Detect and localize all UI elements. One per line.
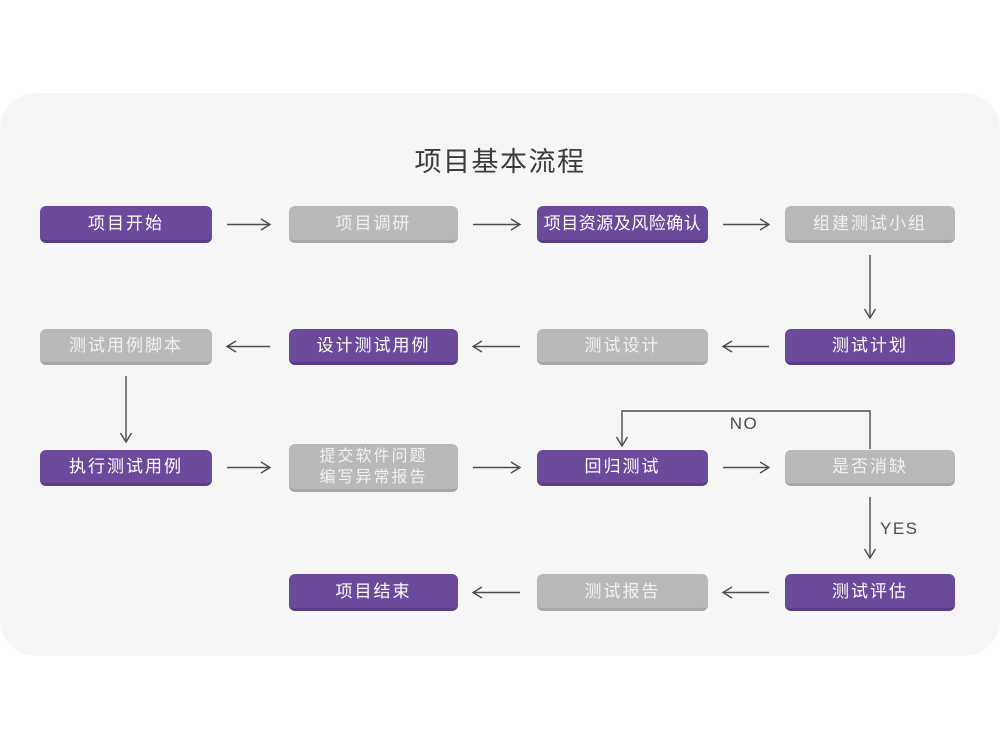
node-build-test-team: 组建测试小组: [785, 206, 955, 243]
node-project-research: 项目调研: [289, 206, 458, 243]
node-test-design: 测试设计: [537, 329, 708, 365]
page-title: 项目基本流程: [414, 147, 586, 177]
node-design-test-case: 设计测试用例: [289, 329, 458, 365]
node-project-start: 项目开始: [40, 206, 212, 243]
node-test-plan: 测试计划: [785, 329, 955, 365]
node-test-evaluation: 测试评估: [785, 574, 955, 611]
flowchart-card: [0, 93, 1000, 656]
decision-label-yes: YES: [880, 519, 919, 538]
node-project-end: 项目结束: [289, 574, 458, 611]
node-regression-test: 回归测试: [537, 450, 708, 486]
node-resource-risk-confirm: 项目资源及风险确认: [537, 206, 708, 243]
node-defect-resolved: 是否消缺: [785, 450, 955, 486]
node-execute-test-case: 执行测试用例: [40, 450, 212, 486]
node-test-case-script: 测试用例脚本: [40, 329, 212, 365]
node-test-report: 测试报告: [537, 574, 708, 611]
node-submit-issue-report: 提交软件问题 编写异常报告: [289, 444, 458, 492]
decision-label-no: NO: [729, 414, 759, 433]
